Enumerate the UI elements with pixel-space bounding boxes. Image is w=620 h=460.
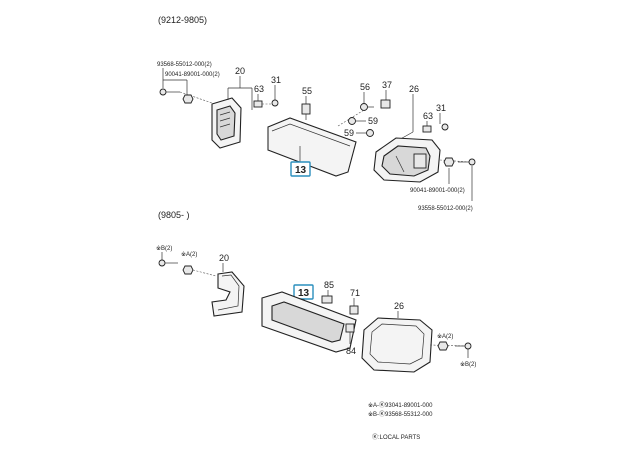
left-nut-1 (182, 94, 194, 104)
ref-right-a: ※A(2) (437, 333, 453, 340)
callout-59-a: 59 (368, 116, 378, 126)
retainer-55 (301, 103, 311, 120)
callout-85: 85 (324, 280, 334, 290)
screw-56 (360, 103, 374, 111)
garnish-13-a (267, 117, 357, 177)
clip-37 (380, 99, 391, 109)
callout-56: 56 (360, 82, 370, 92)
callout-63-b: 63 (423, 111, 433, 121)
left-screw-1 (159, 88, 180, 96)
right-housing-26-b (361, 317, 433, 373)
callout-31-b: 31 (436, 103, 446, 113)
legend-line-a: ※A-Ⓚ93041-89001-000 (368, 401, 433, 409)
right-screw-1 (458, 158, 476, 166)
right-screw-part-number: 93558-55012-000(2) (418, 206, 473, 212)
section2-header: (9805- ) (158, 210, 190, 220)
callout-84: 84 (346, 346, 356, 356)
callout-26-b: 26 (394, 301, 404, 311)
callout-63-a: 63 (254, 84, 264, 94)
ref-left-b: ※B(2) (156, 245, 172, 252)
callout-71: 71 (350, 288, 360, 298)
callout-13-b-box[interactable] (293, 284, 314, 300)
callout-59-b: 59 (344, 128, 354, 138)
right-screw-2 (455, 342, 472, 350)
screw-31-a (271, 99, 279, 107)
callout-13-a-box[interactable] (290, 161, 311, 177)
left-nut-part-number: 90041-89001-000(2) (165, 72, 220, 78)
clip-85 (321, 295, 333, 304)
ref-right-b: ※B(2) (460, 361, 476, 368)
callout-20-a: 20 (235, 66, 245, 76)
screw-71 (349, 305, 359, 315)
callout-31-a: 31 (271, 75, 281, 85)
ref-left-a: ※A(2) (181, 251, 197, 258)
clip-59-b (366, 129, 374, 137)
clip-84 (345, 323, 355, 333)
right-nut-1 (443, 157, 455, 167)
clip-63-b (422, 125, 432, 133)
right-nut-2 (437, 341, 449, 351)
left-nut-2 (182, 265, 194, 275)
left-screw-2 (158, 259, 178, 267)
clip-59-a (348, 117, 356, 125)
legend-line-b: ※B-Ⓚ93568-55312-000 (368, 410, 433, 418)
legend-local-parts: Ⓚ:LOCAL PARTS (372, 433, 420, 441)
clip-63-a (253, 100, 263, 108)
left-bracket-20 (211, 97, 242, 149)
garnish-13-b (261, 291, 357, 353)
right-nut-part-number: 90041-89001-000(2) (410, 188, 465, 194)
left-bracket-20-b (211, 271, 245, 317)
screw-31-b (441, 123, 449, 131)
callout-13-a[interactable]: 13 (295, 165, 307, 176)
callout-13-b[interactable]: 13 (298, 288, 310, 299)
callout-20-b: 20 (219, 253, 229, 263)
section1-header: (9212-9805) (158, 15, 207, 25)
callout-26-a: 26 (409, 84, 419, 94)
left-screw-part-number: 93568-55012-000(2) (157, 62, 212, 68)
right-housing-26-a (373, 137, 441, 183)
callout-37: 37 (382, 80, 392, 90)
callout-55: 55 (302, 86, 312, 96)
